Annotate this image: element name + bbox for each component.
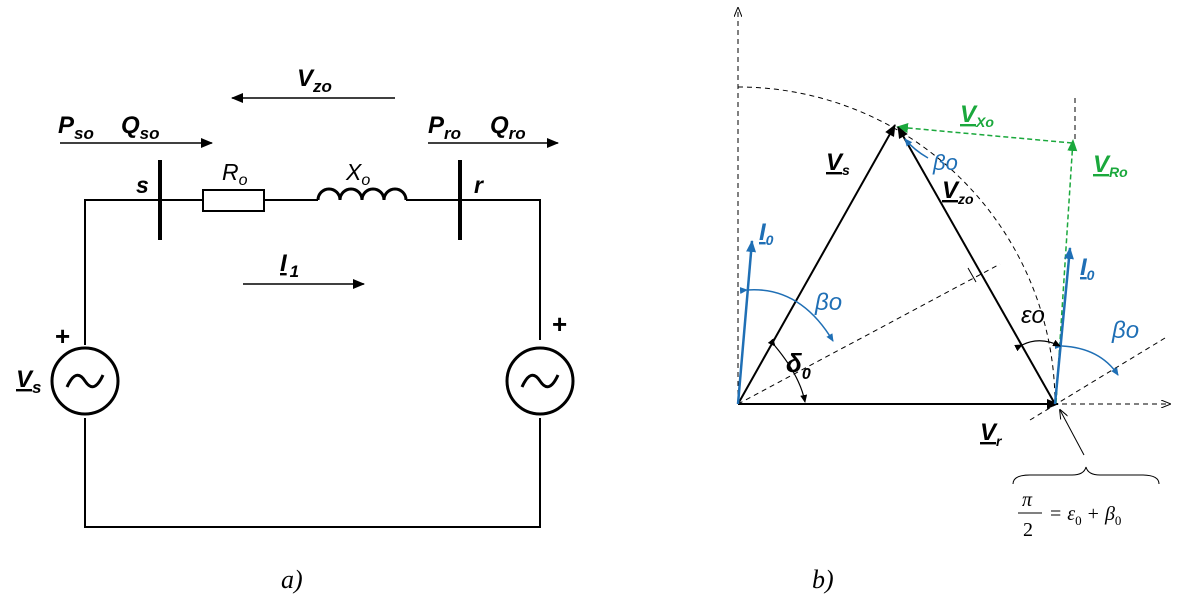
label-i0-right: I0 xyxy=(1080,254,1095,283)
plus-left: + xyxy=(55,321,70,351)
phasor-diagram: Vs Vzo Vr VXo VRo I0 I0 βo βo βo εo δ0 π… xyxy=(738,8,1170,594)
arrow-i0-right xyxy=(1053,247,1074,405)
arrow-i0-left xyxy=(736,240,757,405)
label-qso: Qso xyxy=(121,112,160,143)
label-beta-right: βo xyxy=(1111,317,1139,344)
label-vzo: Vzo xyxy=(297,65,332,96)
label-qro: Qro xyxy=(490,112,526,143)
caption-b: b) xyxy=(812,565,834,594)
label-xo: Xo xyxy=(345,159,370,189)
circuit-wire xyxy=(460,199,541,340)
arc-beta-left xyxy=(739,287,834,342)
label-bus-s: s xyxy=(136,172,149,198)
circuit-wire xyxy=(84,199,160,345)
source-right-symbol xyxy=(505,346,575,416)
formula-two: 2 xyxy=(1023,519,1033,541)
label-vs-circuit: Vs xyxy=(16,366,41,397)
label-bus-r: r xyxy=(474,172,484,198)
label-pso: Pso xyxy=(58,112,94,143)
label-ro: Ro xyxy=(222,159,248,189)
label-vro: VRo xyxy=(1093,151,1128,180)
label-epsilon: εo xyxy=(1021,302,1045,329)
resistor-symbol xyxy=(202,189,265,212)
arrow-vzo-phasor xyxy=(897,126,1056,405)
circuit-wire xyxy=(84,418,541,528)
label-beta-left: βo xyxy=(814,289,842,316)
label-vs-phasor: Vs xyxy=(826,149,850,178)
label-vxo: VXo xyxy=(960,101,994,130)
pointer-arrow xyxy=(1060,410,1085,456)
plus-right: + xyxy=(552,309,567,339)
right-angle-mark xyxy=(967,267,977,283)
arc-beta-right xyxy=(1054,342,1119,376)
arrow-vs xyxy=(737,124,896,405)
caption-a: a) xyxy=(281,565,303,594)
label-vr: Vr xyxy=(980,419,1003,449)
formula-pi: π xyxy=(1022,489,1033,511)
label-delta: δ0 xyxy=(786,348,811,383)
formula: π 2 =ε0+β0 xyxy=(1018,489,1121,541)
arrow-vxo xyxy=(896,123,1073,144)
arc-dashed xyxy=(737,86,1056,405)
label-beta-top: βo xyxy=(932,150,958,175)
source-left-symbol xyxy=(50,346,120,416)
arc-epsilon xyxy=(1014,339,1061,352)
label-pro: Pro xyxy=(428,112,461,143)
inductor-symbol xyxy=(316,187,408,201)
arc-beta-top xyxy=(904,138,929,159)
formula-rhs: =ε0+β0 xyxy=(1050,503,1121,528)
brace xyxy=(1012,466,1160,485)
arc-delta xyxy=(767,338,808,403)
label-i0-left: I0 xyxy=(759,219,774,248)
label-vzo-phasor: Vzo xyxy=(942,177,974,207)
